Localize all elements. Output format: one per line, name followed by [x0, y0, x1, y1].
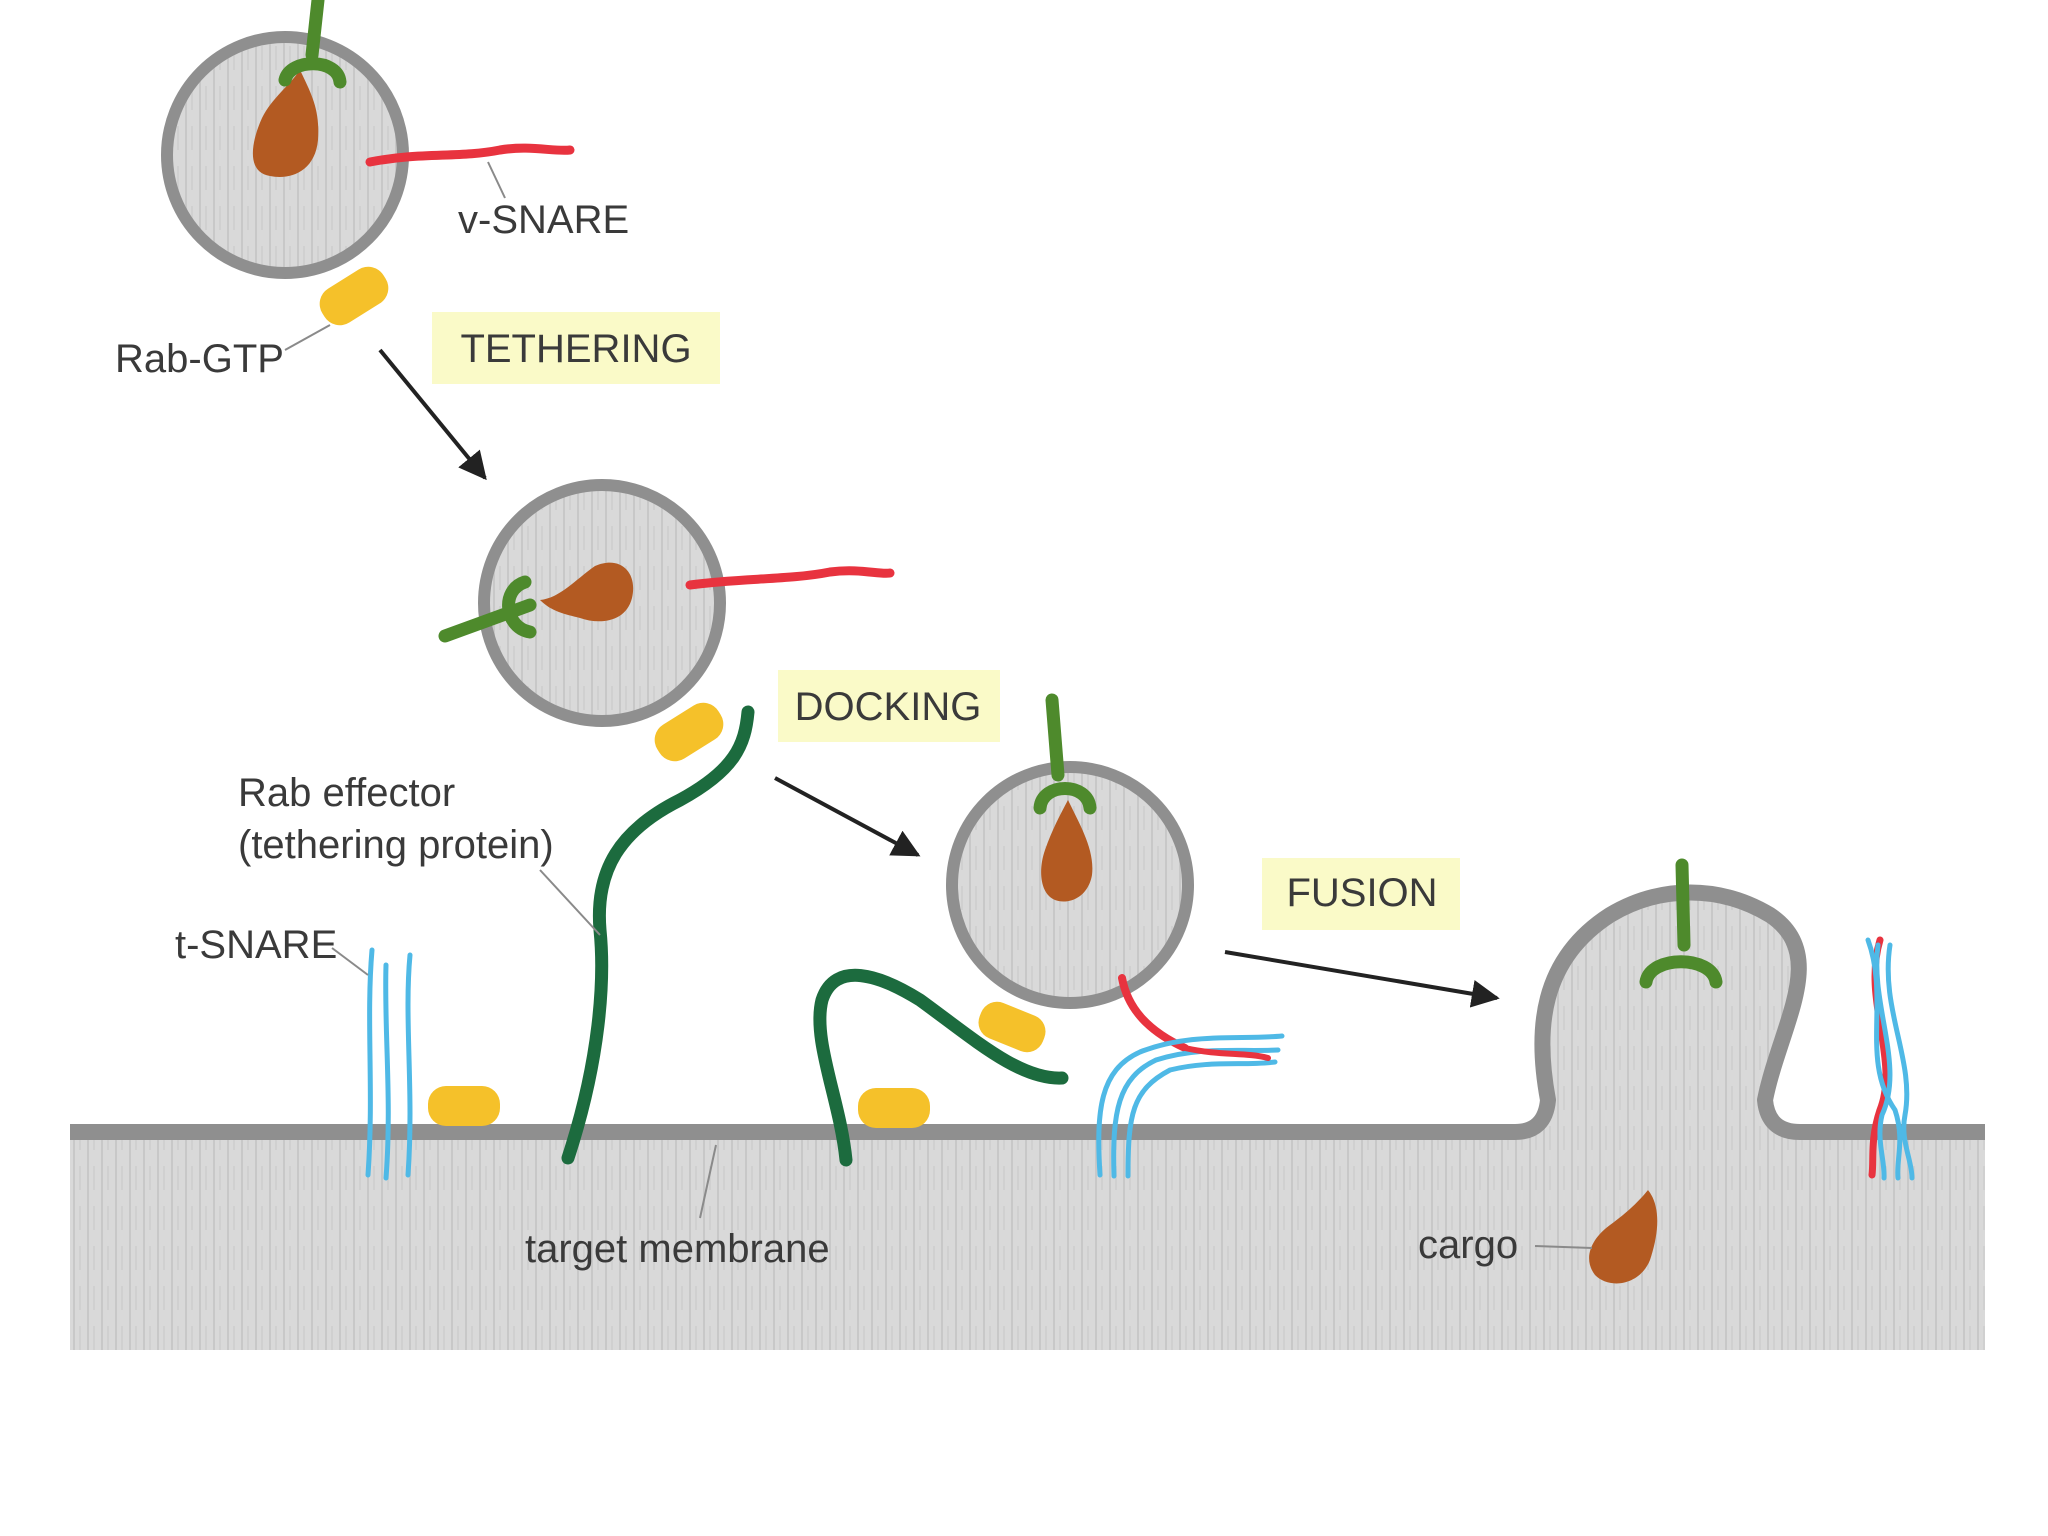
- vesicle-3-cargo-icon: [1041, 800, 1093, 902]
- vesicle-1-rab-gtp: [319, 266, 389, 326]
- membrane-rab-gtp-1: [428, 1086, 500, 1126]
- rab-effector-label-line2: (tethering protein): [238, 823, 554, 867]
- t-snare-docking-complex: [1096, 974, 1285, 1179]
- rab-gtp-label: Rab-GTP: [115, 337, 284, 381]
- step-tethering-label: TETHERING: [460, 327, 691, 371]
- target-membrane-leader: [699, 1144, 717, 1219]
- step-fusion: FUSION: [1262, 858, 1460, 930]
- vesicle-2-v-snare: [685, 566, 895, 590]
- arrow-fusion: [1224, 950, 1500, 1008]
- vesicle-2: [438, 479, 895, 762]
- rab-gtp-leader: [284, 324, 331, 351]
- t-snare-leader: [331, 947, 369, 976]
- rab-effector-label-line1: Rab effector: [238, 771, 455, 815]
- vesicle-2-receptor-icon: [438, 575, 537, 643]
- vesicle-1-receptor-icon: [278, 0, 347, 89]
- released-cargo-icon: [1589, 1190, 1658, 1284]
- membrane-rab-gtp-2: [858, 1088, 930, 1128]
- v-snare-label: v-SNARE: [458, 198, 629, 242]
- step-docking: DOCKING: [778, 670, 1000, 742]
- step-fusion-label: FUSION: [1286, 871, 1437, 915]
- arrow-docking: [774, 776, 921, 857]
- cargo-leader: [1534, 1245, 1593, 1249]
- vesicle-3-receptor-icon: [1033, 693, 1097, 815]
- target-membrane: [70, 884, 1985, 1350]
- target-membrane-label: target membrane: [525, 1227, 830, 1271]
- vesicle-3-rab-gtp: [978, 1001, 1046, 1053]
- step-docking-label: DOCKING: [795, 685, 982, 729]
- vesicle-1-v-snare: [365, 143, 575, 167]
- vesicle-2-rab-gtp: [654, 702, 724, 762]
- rab-effector-tether-2: [813, 968, 1069, 1167]
- arrow-tethering: [378, 348, 487, 481]
- rab-effector-tether-1: [561, 705, 755, 1165]
- vesicle-1: [161, 0, 575, 326]
- vesicle-3: [946, 693, 1194, 1053]
- vesicle-1-cargo-icon: [252, 70, 319, 177]
- fused-vesicle-receptor-icon: [1639, 858, 1723, 989]
- target-membrane-body: [70, 892, 1985, 1350]
- step-tethering: TETHERING: [432, 312, 720, 384]
- t-snare-1: [365, 947, 413, 1181]
- vesicle-2-cargo-icon: [540, 562, 634, 622]
- cargo-label: cargo: [1418, 1223, 1518, 1267]
- t-snare-label: t-SNARE: [175, 923, 337, 967]
- v-snare-leader: [487, 161, 506, 199]
- target-membrane-edge: [70, 884, 1985, 1140]
- rab-effector-leader: [539, 869, 601, 936]
- t-snare-cis-complex: [1865, 936, 1915, 1181]
